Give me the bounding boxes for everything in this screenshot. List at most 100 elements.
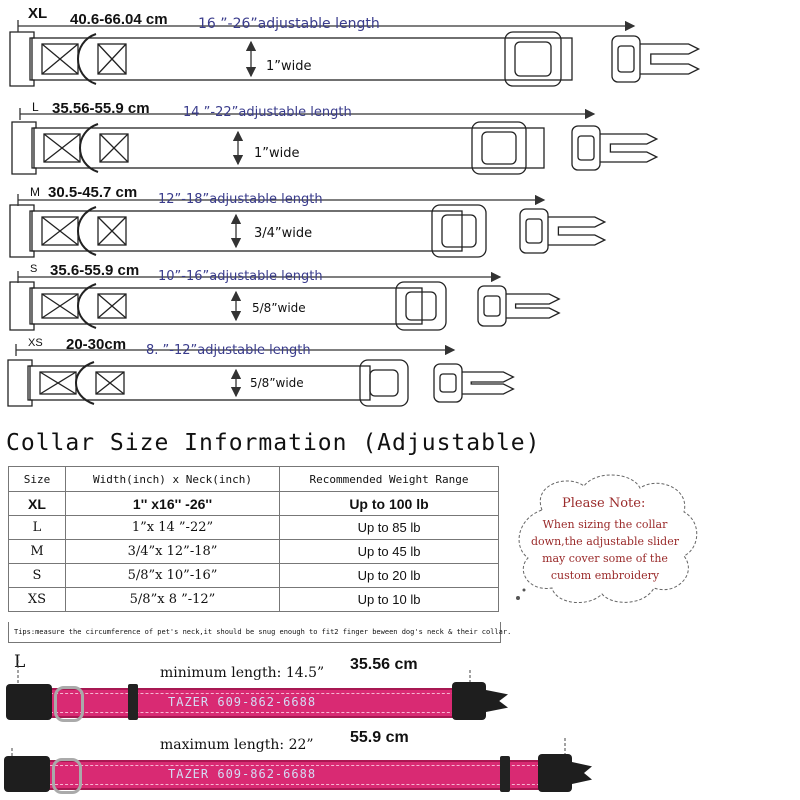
slider-window-m [441,214,477,248]
ring-keeper-xl [97,43,127,75]
ring-cross-m [97,216,127,246]
slider-window-xs [369,369,399,397]
note-body: When sizing the collar down,the adjustab… [531,518,679,582]
collar-photo-max: TAZER 609-862-6688 [0,752,600,800]
cell-width-neck: 3/4”x 12”-18” [65,539,280,564]
buckle-male-m [519,208,549,254]
adjustable-length-xl: 16 ”-26”adjustable length [198,16,380,32]
note-cloud-shape [516,474,698,604]
adjustable-length-s: 10”-16”adjustable length [158,269,323,284]
buckle-male-xs [433,363,463,403]
cell-weight: Up to 20 lb [279,563,499,588]
buckle-end-s [9,281,35,331]
table-row: S 5/8”x 10”-16” Up to 20 lb [8,563,499,588]
size-code-m: M [30,185,40,199]
header-size: Size [8,466,66,492]
slider-window-s [405,291,437,321]
cell-weight: Up to 10 lb [279,587,499,612]
keeper-cross-xs [39,371,77,395]
d-ring-s [77,283,97,329]
tips-box [8,622,501,643]
cell-weight: Up to 45 lb [279,539,499,564]
min-length-label: minimum length: 14.5” [160,665,325,681]
slider-xs [359,359,409,407]
slider-s [395,281,447,331]
header-weight: Recommended Weight Range [279,466,499,492]
cell-width-neck: 5/8”x 8 ”-12” [65,587,280,612]
table-row: XL 1'' x16'' -26'' Up to 100 lb [8,491,499,516]
d-ring [52,758,82,794]
d-ring-m [77,206,97,256]
keeper-cross-xl [41,43,79,75]
embroidery-text: TAZER 609-862-6688 [168,695,317,709]
buckle-end-xl [9,31,35,87]
ring-cross-xs [95,371,125,395]
d-ring [54,686,84,722]
range-cm-xs: 20-30cm [66,336,127,353]
max-length-label: maximum length: 22” [160,737,314,753]
width-label-xl: 1”wide [266,59,312,74]
size-code-xl: XL [28,5,48,22]
slider [500,756,510,792]
header-width-neck: Width(inch) x Neck(inch) [65,466,280,492]
cell-size: XL [8,491,66,516]
slider-xl [504,31,562,87]
range-cm-m: 30.5-45.7 cm [48,184,138,201]
tips-text: Tips:measure the circumference of pet's … [14,628,512,636]
buckle-male-slot-m [525,218,543,244]
width-label-s: 5/8”wide [252,301,306,315]
range-cm-s: 35.6-55.9 cm [50,262,140,279]
buckle-prong [572,762,592,784]
photo-size-label: L [14,652,26,672]
buckle-prong-xs [462,371,515,395]
size-code-s: S [30,263,38,275]
table-row: M 3/4”x 12”-18” Up to 45 lb [8,539,499,564]
note-heading: Please Note: [562,496,646,511]
ring-cross-xl [97,43,127,75]
ring-keeper-xs [95,371,125,395]
ring-keeper-s [97,293,127,319]
buckle-male [452,682,486,720]
buckle-male-slot-l [577,135,595,161]
d-ring-l [79,123,99,173]
ring-keeper-l [99,133,129,163]
d-ring-xl [77,33,97,85]
collar-strap [40,688,480,718]
min-length-cm: 35.56 cm [350,656,418,673]
size-code-l: L [32,100,39,114]
slider-l [471,121,527,175]
table-header-row: Size Width(inch) x Neck(inch) Recommende… [8,466,499,492]
buckle-prong [486,690,508,712]
ring-cross-s [97,293,127,319]
buckle-male-l [571,125,601,171]
collar-outline-drawings [7,20,701,407]
max-length-cm: 55.9 cm [350,729,409,746]
adjustable-length-xs: 8. ”-12”adjustable length [146,343,311,358]
embroidery-text: TAZER 609-862-6688 [168,767,317,781]
slider-m [431,204,487,258]
buckle-male-slot-s [483,295,501,317]
ring-keeper-m [97,216,127,246]
buckle-female [6,684,52,720]
cell-weight: Up to 100 lb [279,491,499,516]
cell-weight: Up to 85 lb [279,515,499,540]
d-ring-xs [75,361,95,405]
buckle-male [538,754,572,792]
cell-width-neck: 1”x 14 ”-22” [65,515,280,540]
cell-size: S [8,563,66,588]
collar-strap-s [31,287,423,325]
buckle-male-slot-xl [617,45,635,73]
slider [128,684,138,720]
slider-window-l [481,131,517,165]
width-label-m: 3/4”wide [254,226,313,241]
cell-width-neck: 1'' x16'' -26'' [65,491,280,516]
size-table: Size Width(inch) x Neck(inch) Recommende… [8,466,499,612]
range-cm-xl: 40.6-66.04 cm [70,11,168,28]
collar-strap-l [33,127,545,169]
width-label-l: 1”wide [254,146,300,161]
cell-size: XS [8,587,66,612]
width-label-xs: 5/8”wide [250,376,304,390]
collar-strap-xl [31,37,573,81]
buckle-prong-xl [640,43,701,75]
